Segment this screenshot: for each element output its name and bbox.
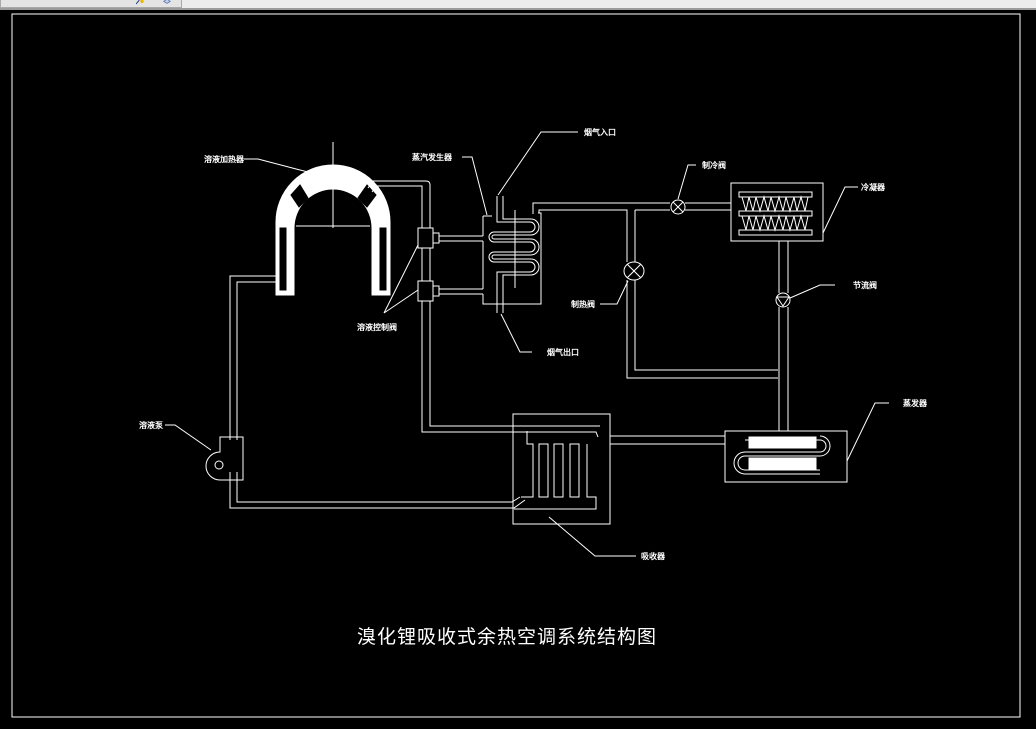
pointer-pencil-icon[interactable] xyxy=(136,0,144,6)
solution-control-valve-upper xyxy=(417,227,440,249)
drawing-frame xyxy=(11,13,1021,718)
label-flue-gas-inlet: 烟气入口 xyxy=(584,127,616,137)
leader-absorber xyxy=(548,516,636,557)
leader-solution-control-valve xyxy=(383,244,419,314)
pipe-valve-down-to-absorber-outer xyxy=(421,301,599,438)
steam-generator xyxy=(482,196,542,313)
leader-refrigerant-valve xyxy=(677,164,696,200)
leader-flue-gas-outlet xyxy=(500,313,532,353)
pipe-pump-to-absorber-outer xyxy=(229,472,526,509)
leader-flue-gas-inlet xyxy=(497,131,578,196)
leader-throttle-valve xyxy=(789,284,835,299)
pipe-valve-down-to-absorber-inner xyxy=(429,301,600,427)
drawing-title: 溴化锂吸收式余热空调系统结构图 xyxy=(357,626,657,648)
throttle-valve xyxy=(775,292,791,308)
label-flue-gas-outlet: 烟气出口 xyxy=(547,347,579,357)
heating-valve xyxy=(623,261,645,281)
pipe-pump-to-absorber-inner xyxy=(236,472,521,503)
drawing-canvas[interactable]: 溶液加热器 蒸汽发生器 烟气入口 烟气出口 溶液控制阀 制冷阀 制热阀 冷凝器 … xyxy=(0,10,1036,729)
leader-solution-pump xyxy=(165,424,212,451)
label-throttle-valve: 节流阀 xyxy=(853,280,877,290)
pipe-heater-to-pump-outer xyxy=(229,275,276,440)
pipe-heater-to-valve-inner xyxy=(371,185,423,228)
solution-control-valve-lower xyxy=(417,280,440,302)
evaporator xyxy=(724,430,848,483)
layer-icon[interactable] xyxy=(163,0,171,6)
absorber xyxy=(512,413,611,525)
label-evaporator: 蒸发器 xyxy=(903,398,928,408)
leader-steam-generator xyxy=(462,156,488,216)
pipe-heater-to-pump-inner xyxy=(236,281,276,440)
label-solution-heater: 溶液加热器 xyxy=(204,154,245,164)
solution-pump xyxy=(205,436,244,481)
label-refrigerant-valve: 制冷阀 xyxy=(702,160,726,170)
label-heating-valve: 制热阀 xyxy=(571,299,595,309)
label-steam-generator: 蒸汽发生器 xyxy=(412,152,453,162)
label-solution-control-valve: 溶液控制阀 xyxy=(357,322,397,332)
label-absorber: 吸收器 xyxy=(641,551,666,561)
leader-evaporator xyxy=(846,402,889,462)
pipe-generator-top-outer xyxy=(532,202,670,214)
toolbar-button-group[interactable] xyxy=(0,0,182,8)
label-solution-pump: 溶液泵 xyxy=(139,420,163,430)
pipe-generator-top-inner xyxy=(538,209,628,262)
label-condenser: 冷凝器 xyxy=(861,182,886,192)
refrigerant-valve xyxy=(670,199,686,215)
schematic-svg: 溶液加热器 蒸汽发生器 烟气入口 烟气出口 溶液控制阀 制冷阀 制热阀 冷凝器 … xyxy=(11,13,1021,718)
leader-condenser xyxy=(822,186,858,234)
window-toolbar xyxy=(0,0,1036,10)
condenser xyxy=(730,182,824,242)
pipe-heater-to-valve-outer xyxy=(367,180,431,228)
leader-heating-valve xyxy=(600,280,629,305)
leader-solution-heater xyxy=(244,158,321,176)
solution-heater xyxy=(275,142,391,296)
